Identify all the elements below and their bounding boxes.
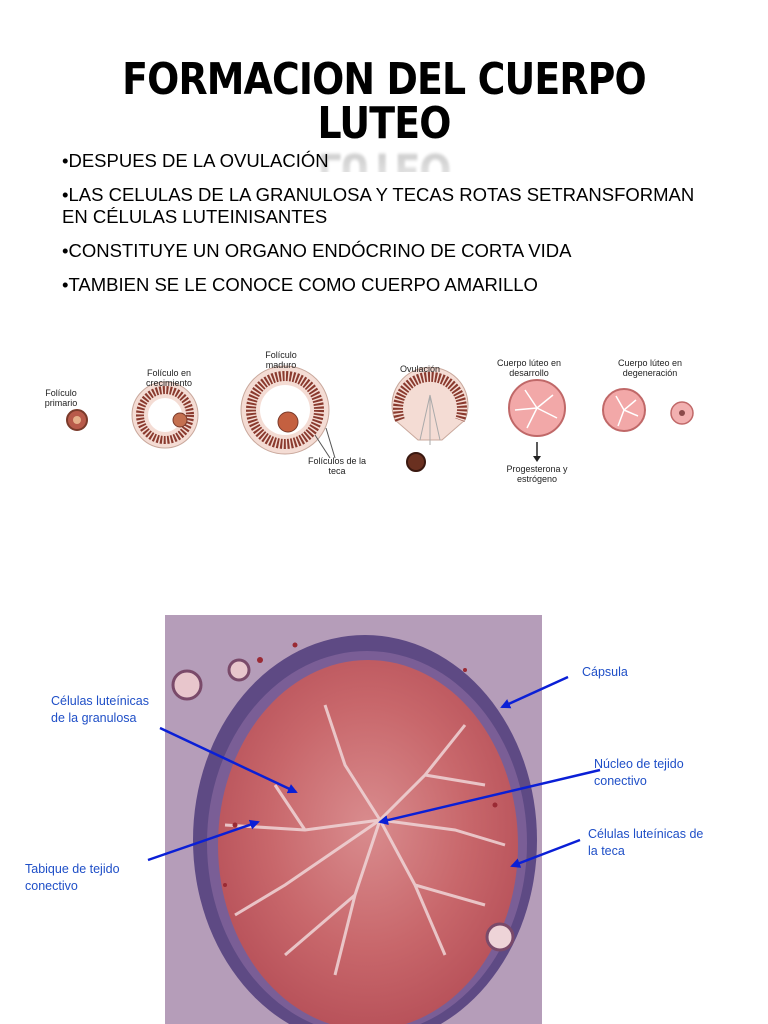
primary-follicle — [66, 409, 88, 431]
arrow-granulosa — [159, 726, 298, 794]
label-hormones: Progesterona y estrógeno — [506, 464, 568, 484]
page-title: FORMACION DEL CUERPO LUTEO — [122, 54, 647, 149]
bullet-list: •DESPUES DE LA OVULACIÓN •LAS CELULAS DE… — [62, 150, 702, 308]
arrow-nucleo — [378, 768, 601, 826]
label-theca-follicles: Folículos de la teca — [307, 456, 367, 476]
bullet-item: •LAS CELULAS DE LA GRANULOSA Y TECAS ROT… — [62, 184, 695, 227]
ovulation-follicle — [391, 366, 469, 472]
degenerating-corpus-luteum — [602, 388, 694, 432]
label-nucleo: Núcleo de tejido conectivo — [594, 757, 684, 788]
bullet-item: •TAMBIEN SE LE CONOCE COMO CUERPO AMARIL… — [62, 274, 538, 295]
label-mature-follicle: Folículo maduro — [265, 350, 297, 370]
growing-follicle — [131, 381, 199, 449]
label-primary-follicle: Folículo primario — [44, 388, 78, 408]
follicle-stages-diagram: Folículo primario Folículo en crecimient… — [30, 340, 740, 510]
developing-corpus-luteum — [508, 379, 566, 462]
bullet-item: •CONSTITUYE UN ORGANO ENDÓCRINO DE CORTA… — [62, 240, 572, 261]
arrow-tabique — [147, 819, 260, 862]
follicle-stages-svg — [66, 365, 694, 472]
bullet-item: •DESPUES DE LA OVULACIÓN — [62, 150, 329, 171]
label-capsula: Cápsula — [582, 665, 628, 679]
label-developing-corpus: Cuerpo lúteo en desarrollo — [496, 358, 562, 378]
arrow-teca — [510, 838, 581, 868]
label-granulosa: Células luteínicas de la granulosa — [51, 694, 149, 725]
arrow-capsula — [500, 675, 569, 709]
title-block: FORMACION DEL CUERPO LUTEO FORMACION DEL… — [0, 54, 768, 173]
vessel-left — [171, 658, 515, 952]
mature-follicle — [240, 365, 336, 459]
label-ovulation: Ovulación — [399, 364, 441, 374]
label-teca: Células luteínicas de la teca — [588, 827, 704, 858]
corpus-luteum-micrograph — [165, 615, 542, 1024]
micrograph-svg — [165, 615, 542, 1024]
label-degenerating-corpus: Cuerpo lúteo en degeneración — [617, 358, 683, 378]
label-tabique: Tabique de tejido conectivo — [25, 862, 120, 893]
label-growing-follicle: Folículo en crecimiento — [145, 368, 192, 388]
